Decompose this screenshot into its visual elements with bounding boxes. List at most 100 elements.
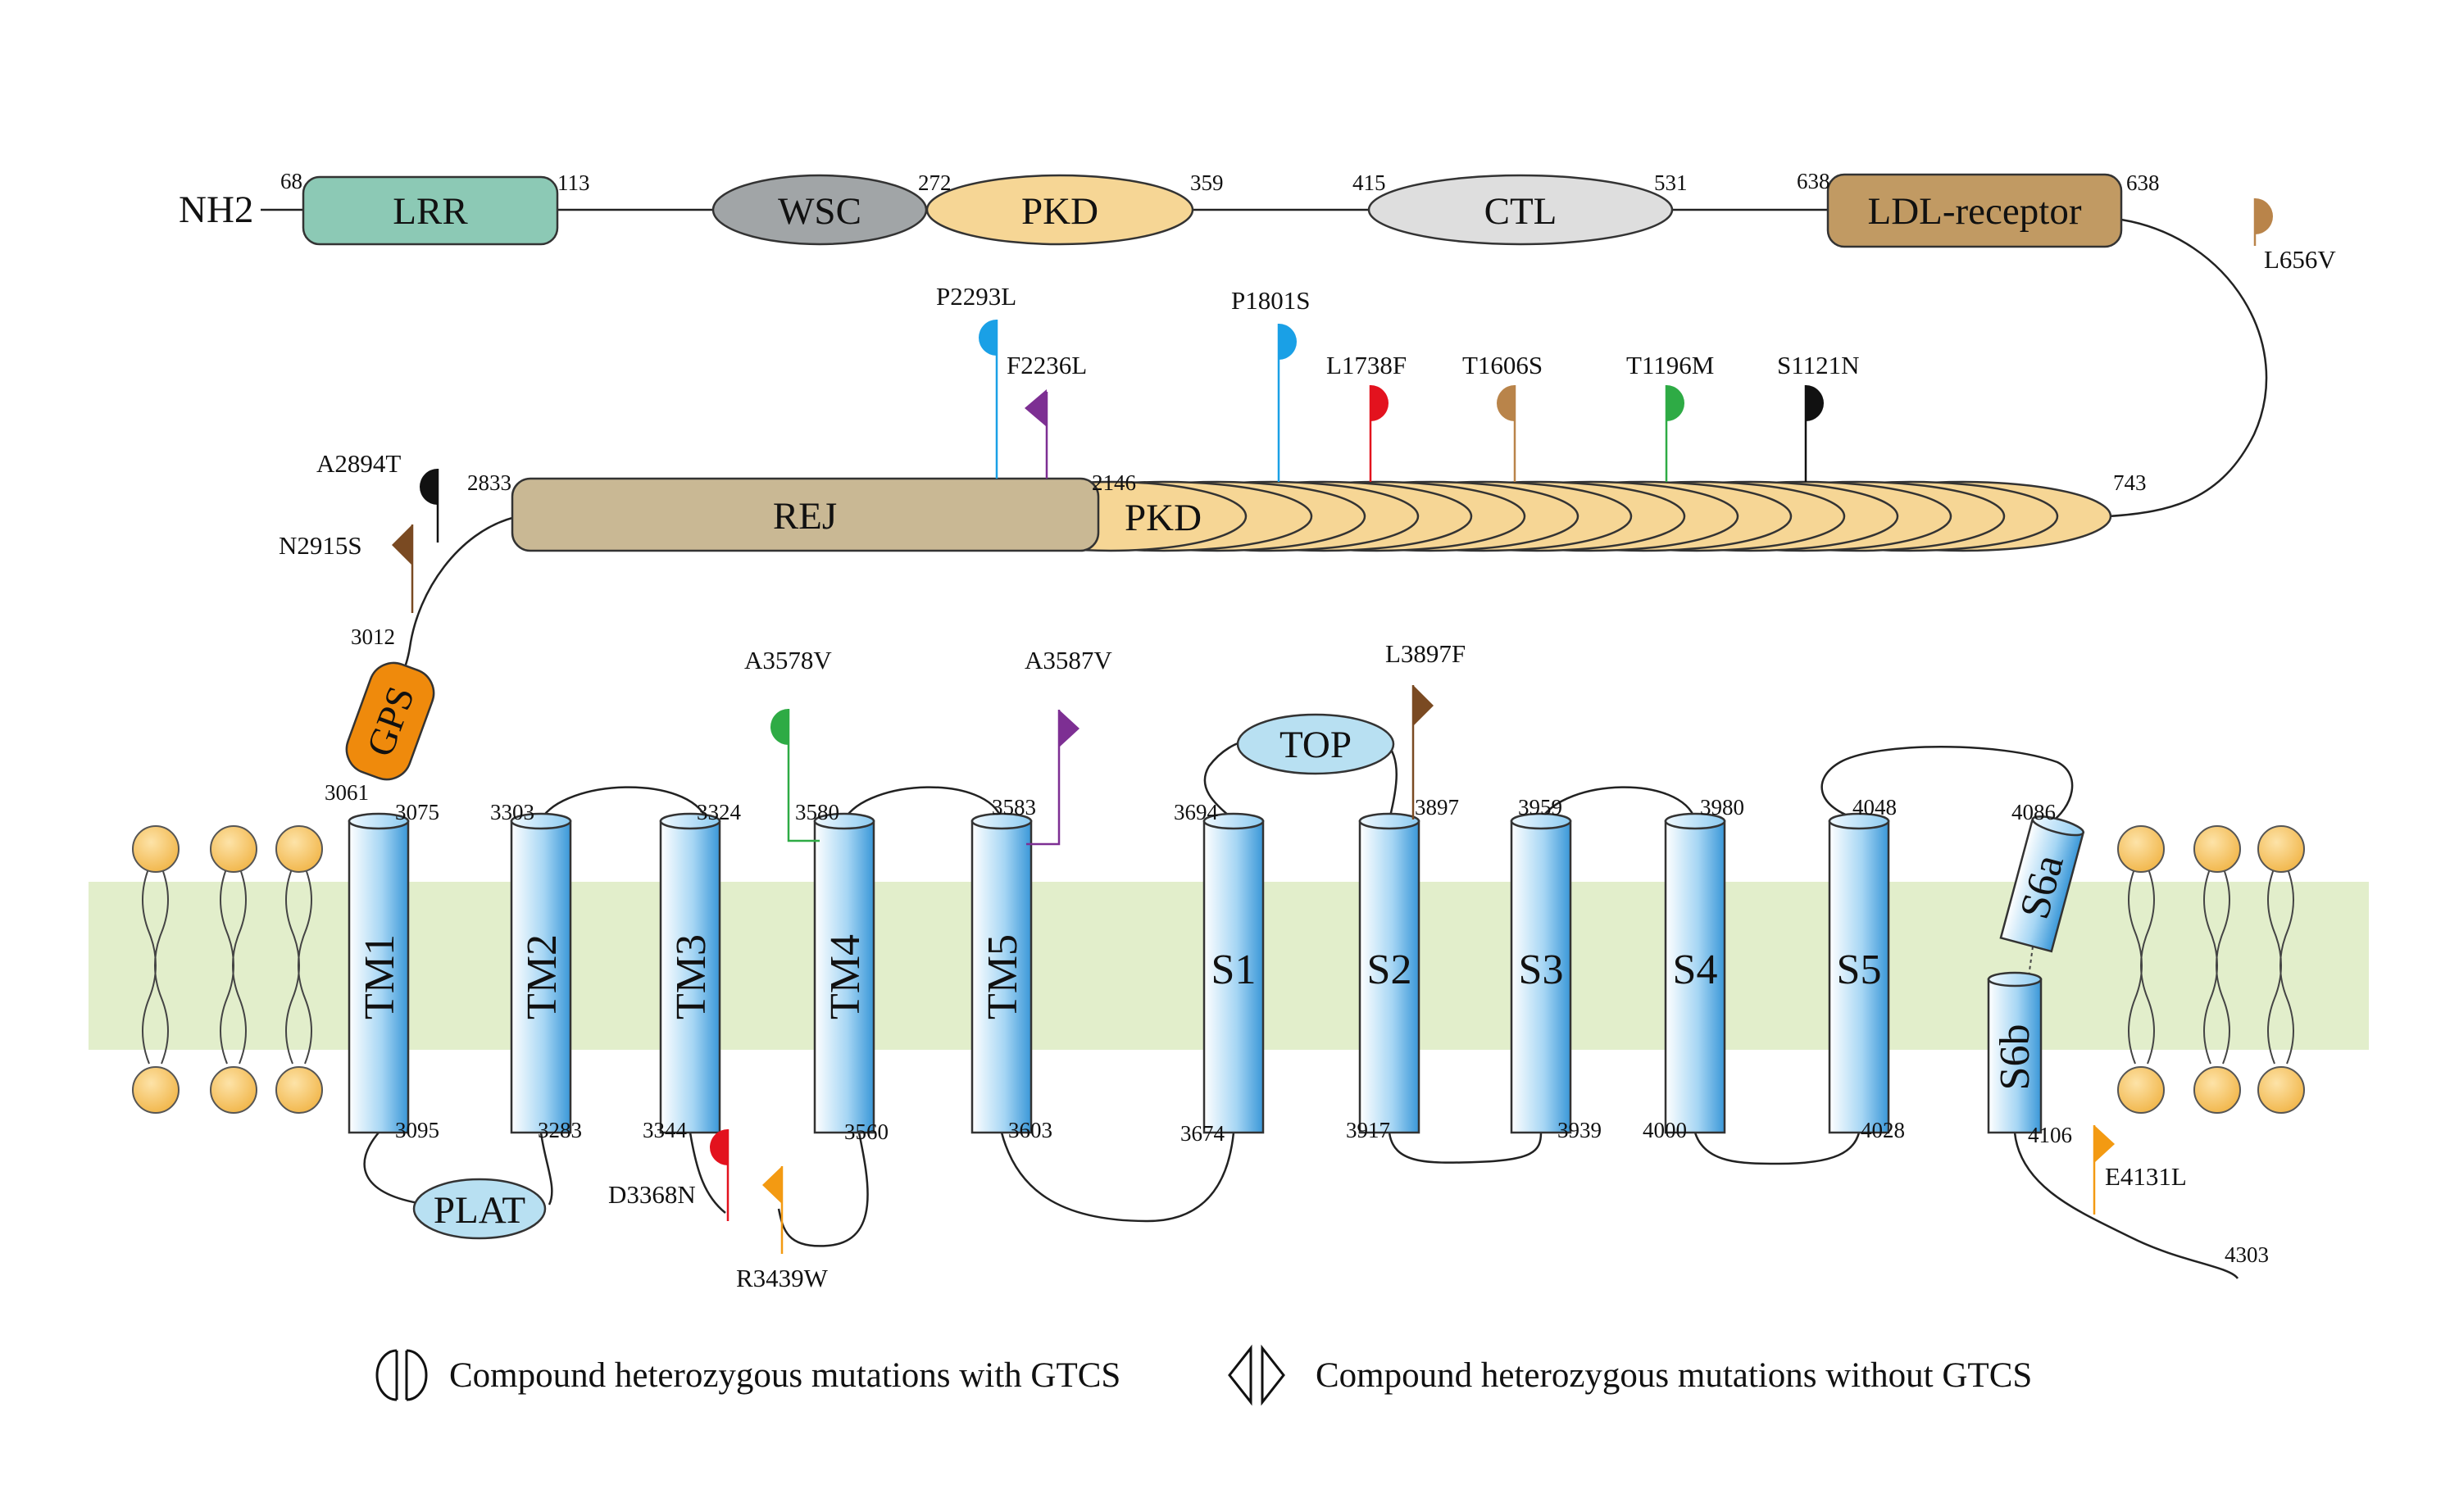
svg-text:3344: 3344 (643, 1118, 688, 1142)
svg-text:R3439W: R3439W (736, 1264, 829, 1292)
svg-text:4106: 4106 (2028, 1123, 2072, 1147)
mutation-p1801s: P1801S (1231, 286, 1310, 482)
svg-text:TM2: TM2 (519, 934, 566, 1019)
svg-text:3303: 3303 (490, 800, 534, 824)
svg-text:3603: 3603 (1008, 1118, 1052, 1142)
svg-text:531: 531 (1654, 170, 1688, 195)
lrr-domain: LRR (302, 175, 559, 246)
svg-text:3897: 3897 (1415, 795, 1459, 820)
svg-text:S2: S2 (1367, 947, 1412, 993)
split-diamond-icon (1228, 1344, 1285, 1406)
helix-s1: S1 (1202, 812, 1265, 1134)
svg-text:4000: 4000 (1643, 1118, 1687, 1142)
svg-text:L3897F: L3897F (1385, 639, 1466, 668)
lipids-right (2128, 866, 2294, 1065)
svg-text:L1738F: L1738F (1326, 351, 1407, 379)
helix-s3: S3 (1510, 812, 1572, 1134)
svg-text:3939: 3939 (1557, 1118, 1602, 1142)
svg-text:A3578V: A3578V (744, 646, 832, 674)
svg-text:3560: 3560 (844, 1119, 889, 1144)
position-labels: 68 113 272 359 415 531 638 638 743 2146 … (280, 169, 2269, 1267)
svg-text:F2236L: F2236L (1007, 351, 1087, 379)
helix-s4: S4 (1664, 812, 1726, 1134)
svg-text:638: 638 (2126, 170, 2160, 195)
svg-text:TM3: TM3 (668, 934, 715, 1019)
svg-text:3012: 3012 (351, 624, 395, 649)
helix-tm4: TM4 (813, 812, 875, 1134)
svg-text:S5: S5 (1837, 947, 1882, 993)
svg-text:T1606S: T1606S (1462, 351, 1543, 379)
svg-text:359: 359 (1190, 170, 1224, 195)
mutation-l656v: L656V (2253, 198, 2336, 274)
svg-text:415: 415 (1352, 170, 1386, 195)
svg-text:REJ: REJ (773, 495, 837, 538)
wsc-domain: WSC (711, 174, 928, 246)
svg-text:S6b: S6b (1992, 1024, 2039, 1091)
mutation-r3439w: R3439W (736, 1166, 829, 1292)
mutation-l3897f: L3897F (1385, 639, 1466, 820)
svg-text:WSC: WSC (778, 190, 861, 233)
split-circle-icon (375, 1349, 428, 1401)
svg-text:PLAT: PLAT (434, 1189, 525, 1232)
svg-text:3061: 3061 (325, 780, 369, 805)
svg-text:3583: 3583 (992, 795, 1036, 820)
svg-text:CTL: CTL (1484, 190, 1557, 233)
mutation-t1196m: T1196M (1626, 351, 1714, 482)
pkd-domain-top: PKD (925, 174, 1194, 246)
helix-tm2: TM2 (510, 812, 572, 1134)
svg-text:4086: 4086 (2011, 800, 2056, 824)
svg-text:LDL-receptor: LDL-receptor (1868, 190, 2082, 233)
svg-text:P1801S: P1801S (1231, 286, 1310, 315)
helix-s2: S2 (1358, 812, 1420, 1134)
mutation-a3587v: A3587V (1025, 646, 1112, 846)
svg-text:68: 68 (280, 169, 302, 193)
svg-text:PKD: PKD (1021, 190, 1098, 233)
svg-text:TM4: TM4 (822, 934, 869, 1019)
mutation-s1121n: S1121N (1777, 351, 1859, 482)
svg-text:L656V: L656V (2264, 245, 2336, 274)
svg-text:T1196M: T1196M (1626, 351, 1714, 379)
svg-text:743: 743 (2113, 470, 2147, 495)
svg-text:2833: 2833 (467, 470, 511, 495)
ldl-receptor-domain: LDL-receptor (1826, 173, 2123, 248)
pkd-repeats-label: PKD (1125, 497, 1202, 539)
svg-text:3959: 3959 (1518, 795, 1562, 820)
svg-text:D3368N: D3368N (608, 1180, 696, 1209)
svg-text:E4131L: E4131L (2105, 1162, 2187, 1191)
mutation-t1606s: T1606S (1462, 351, 1543, 482)
helix-s6b: S6b (1987, 971, 2043, 1134)
svg-text:TM1: TM1 (357, 934, 403, 1019)
legend: Compound heterozygous mutations with GTC… (375, 1344, 2032, 1406)
svg-text:3095: 3095 (395, 1118, 439, 1142)
svg-text:N2915S: N2915S (279, 531, 362, 560)
svg-text:4303: 4303 (2225, 1242, 2269, 1267)
n-terminus-label: NH2 (179, 188, 253, 231)
svg-text:3917: 3917 (1346, 1118, 1390, 1142)
svg-text:Compound heterozygous mutation: Compound heterozygous mutations with GTC… (449, 1356, 1120, 1395)
svg-text:113: 113 (557, 170, 590, 195)
mutation-f2236l: F2236L (1007, 351, 1087, 479)
mutation-l1738f: L1738F (1326, 351, 1407, 482)
s6a-s6b-link (2028, 946, 2034, 978)
mutation-e4131l: E4131L (2093, 1125, 2187, 1215)
helix-tm5: TM5 (970, 812, 1033, 1134)
svg-text:A2894T: A2894T (316, 449, 401, 478)
svg-text:S4: S4 (1673, 947, 1718, 993)
svg-text:S1: S1 (1211, 947, 1257, 993)
svg-text:3075: 3075 (395, 800, 439, 824)
ctl-domain: CTL (1367, 174, 1674, 246)
lipid-heads-left (132, 825, 323, 1114)
svg-text:4048: 4048 (1852, 795, 1897, 820)
svg-text:4028: 4028 (1861, 1118, 1905, 1142)
lipid-heads-right (2117, 825, 2305, 1114)
svg-text:2146: 2146 (1092, 470, 1136, 495)
backbone (261, 208, 2268, 1279)
svg-text:272: 272 (918, 170, 952, 195)
helix-tm1: TM1 (348, 812, 410, 1134)
svg-text:3694: 3694 (1174, 800, 1219, 824)
svg-text:Compound heterozygous mutation: Compound heterozygous mutations without … (1316, 1356, 2032, 1395)
svg-text:S1121N: S1121N (1777, 351, 1859, 379)
mutation-a2894t: A2894T (316, 449, 439, 543)
helix-s5: S5 (1828, 812, 1890, 1134)
